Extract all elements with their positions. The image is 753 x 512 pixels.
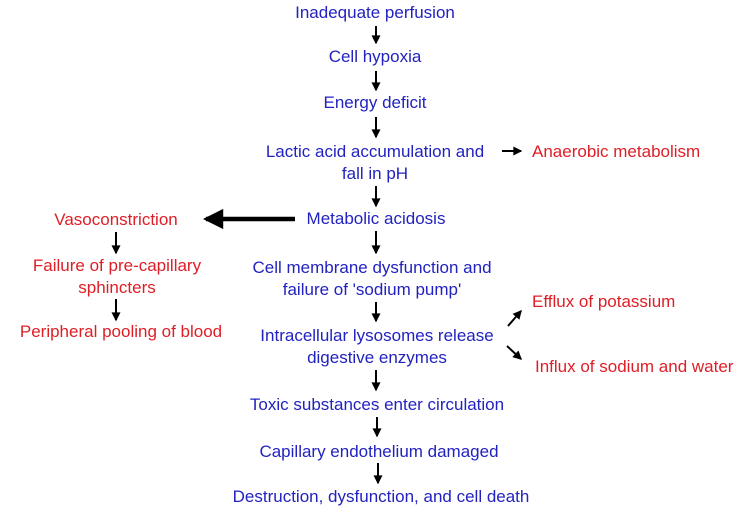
node-inadequate-perfusion: Inadequate perfusion — [295, 3, 455, 22]
node-efflux-potassium: Efflux of potassium — [532, 292, 676, 311]
node-metabolic-acidosis: Metabolic acidosis — [306, 209, 446, 228]
node-cell-hypoxia: Cell hypoxia — [328, 47, 422, 66]
node-lactic-acid: Lactic acid accumulation and fall in pH — [265, 142, 485, 183]
node-lysosomes: Intracellular lysosomes release digestiv… — [260, 326, 494, 367]
node-cell-death: Destruction, dysfunction, and cell death — [232, 487, 530, 506]
node-anaerobic-metabolism: Anaerobic metabolism — [532, 142, 701, 161]
node-energy-deficit: Energy deficit — [323, 93, 427, 112]
arrow-lysosomes-to-influx — [506, 345, 522, 360]
node-peripheral-pooling: Peripheral pooling of blood — [19, 322, 223, 341]
node-cell-membrane: Cell membrane dysfunction and failure of… — [252, 258, 492, 299]
node-toxic-substances: Toxic substances enter circulation — [249, 395, 505, 414]
arrow-lysosomes-to-efflux — [507, 309, 522, 327]
node-failure-precapillary: Failure of pre-capillary sphincters — [32, 256, 202, 297]
node-influx-sodium-water: Influx of sodium and water — [535, 357, 734, 376]
node-capillary-damage: Capillary endothelium damaged — [259, 442, 499, 461]
node-vasoconstriction: Vasoconstriction — [54, 210, 178, 229]
